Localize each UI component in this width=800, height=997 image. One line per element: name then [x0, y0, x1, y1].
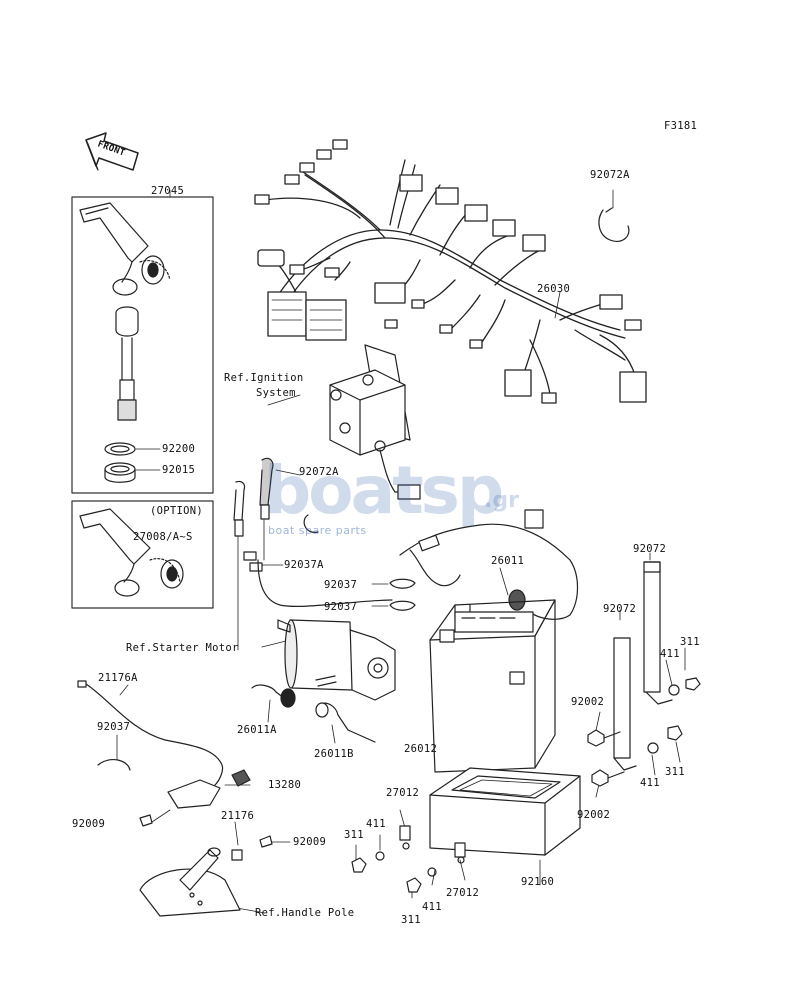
clamp-parts-left [233, 457, 319, 572]
box2-title: (OPTION) [150, 505, 203, 517]
label-92200: 92200 [162, 443, 196, 455]
label-13280: 13280 [268, 779, 302, 791]
label-92015: 92015 [162, 464, 196, 476]
option-key-drawing [79, 508, 184, 597]
ref-starter-motor: Ref.Starter Motor [126, 642, 239, 654]
starter-motor-drawing [277, 619, 396, 701]
label-92072a-mid: 92072A [299, 466, 339, 478]
label-92002-a: 92002 [571, 696, 605, 708]
label-411-top: 411 [660, 648, 680, 660]
label-411-mid: 411 [640, 777, 660, 789]
fasteners-right [587, 677, 701, 787]
ref-ignition-line2: System [256, 387, 296, 399]
label-92072-mid: 92072 [603, 603, 637, 615]
label-27012-a: 27012 [386, 787, 420, 799]
box1-title: 27045 [151, 185, 185, 197]
battery-straps-92072 [613, 561, 673, 771]
label-27008: 27008/A~S [133, 531, 193, 543]
ref-ignition-line1: Ref.Ignition [224, 372, 304, 384]
label-26011b: 26011B [314, 748, 354, 760]
ignition-system-drawing [329, 344, 421, 500]
label-26011a: 26011A [237, 724, 277, 736]
battery-tray-92160 [429, 767, 581, 856]
fasteners-bottom [351, 825, 466, 893]
key-fob-drawing [79, 202, 171, 296]
ring-92015 [104, 462, 136, 483]
label-92002-b: 92002 [577, 809, 611, 821]
lead-26011b [315, 702, 376, 743]
label-311-low: 311 [344, 829, 364, 841]
label-27012-b: 27012 [446, 887, 480, 899]
lanyard-cord-drawing [115, 306, 139, 421]
label-26011: 26011 [491, 555, 525, 567]
label-21176a: 21176A [98, 672, 138, 684]
key-assembly-box [71, 196, 214, 494]
label-26012: 26012 [404, 743, 438, 755]
label-92009-right: 92009 [293, 836, 327, 848]
label-92037-a: 92037 [324, 579, 358, 591]
lead-26011a [251, 684, 296, 708]
option-key-box [71, 500, 214, 609]
handle-pole-drawing [139, 847, 243, 917]
label-311-bottom: 311 [401, 914, 421, 926]
label-21176: 21176 [221, 810, 255, 822]
ref-handle-pole: Ref.Handle Pole [255, 907, 355, 919]
switch-wire-21176a [77, 680, 224, 786]
label-411-low: 411 [366, 818, 386, 830]
wiring-harness-drawing [254, 139, 647, 404]
front-arrow-icon [85, 132, 139, 171]
bracket-13280 [139, 769, 273, 848]
battery-cable-26011 [257, 509, 579, 620]
label-92072a-top: 92072A [590, 169, 630, 181]
label-26030: 26030 [537, 283, 571, 295]
washer-92200 [104, 442, 136, 456]
label-92072-right: 92072 [633, 543, 667, 555]
label-92037a: 92037A [284, 559, 324, 571]
clamp-92037-pair [389, 578, 416, 611]
figure-code: F3181 [664, 120, 698, 132]
strap-92072a-top [598, 207, 630, 242]
label-92037-b: 92037 [324, 601, 358, 613]
label-411-bottom: 411 [422, 901, 442, 913]
label-311-top: 311 [680, 636, 700, 648]
label-92009-left: 92009 [72, 818, 106, 830]
label-92160: 92160 [521, 876, 555, 888]
label-92037-left: 92037 [97, 721, 131, 733]
label-311-mid: 311 [665, 766, 685, 778]
battery-26012-drawing [429, 599, 556, 773]
